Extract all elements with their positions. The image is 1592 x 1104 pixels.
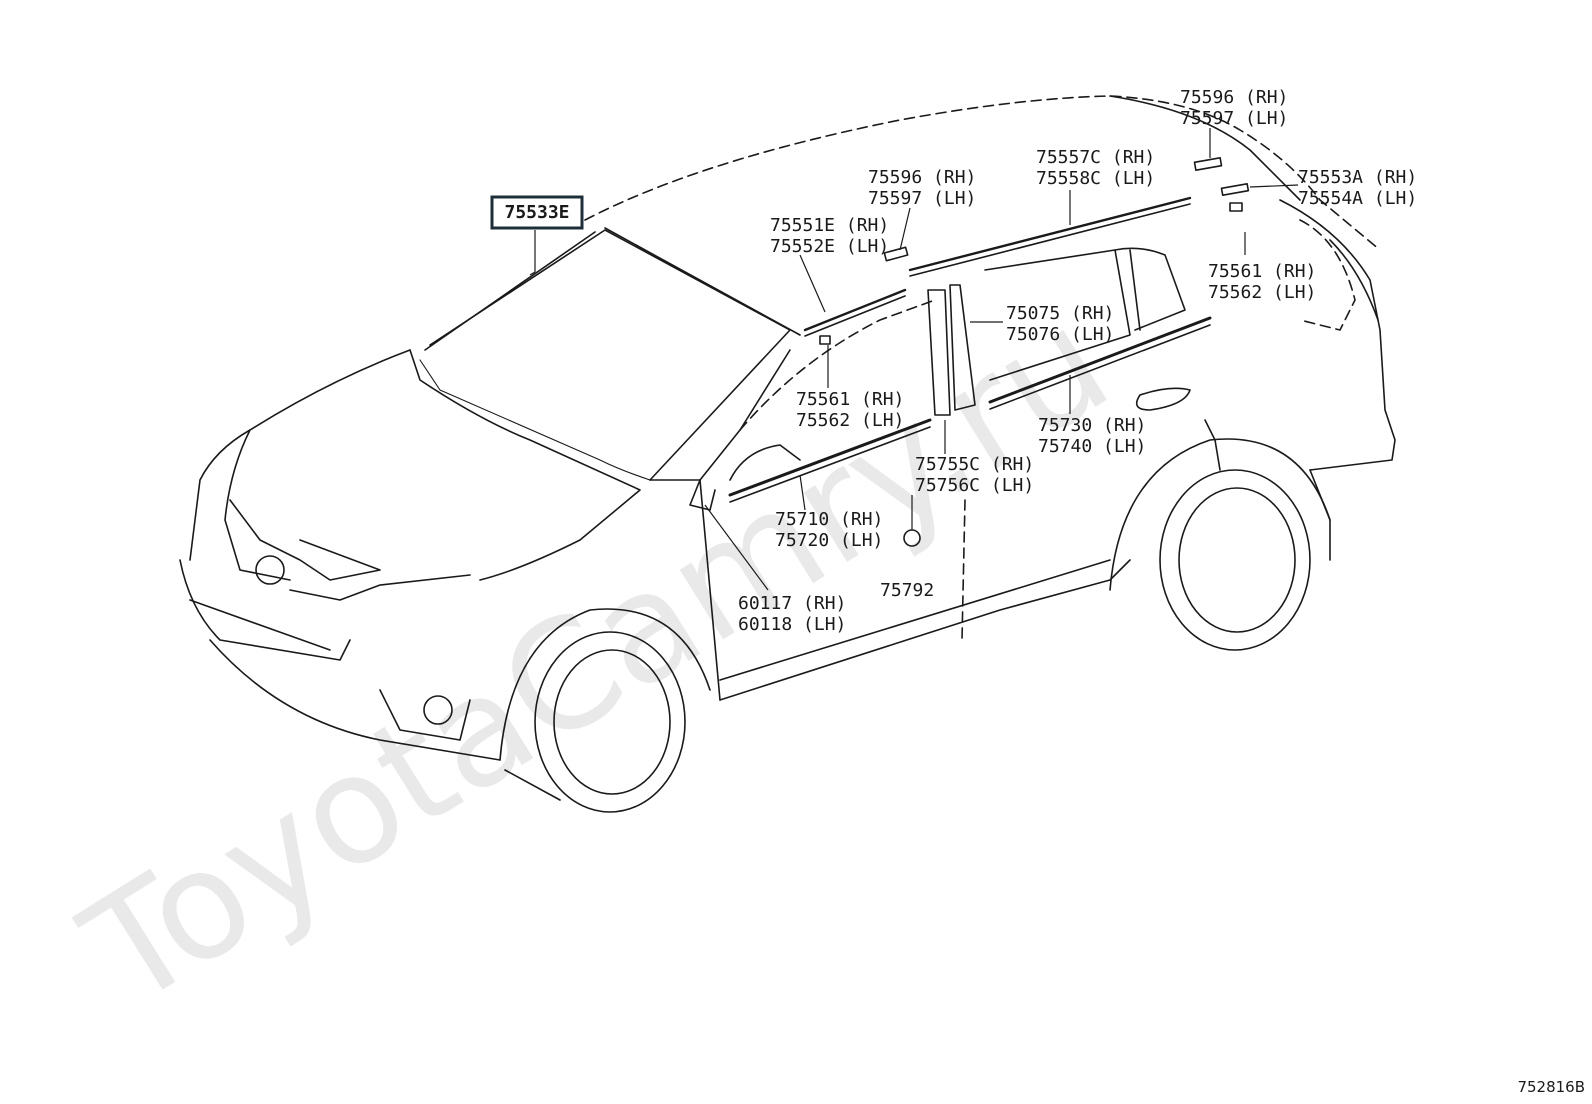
pillar-garnish-front (927, 289, 951, 416)
highlight-box (490, 195, 584, 230)
label-75730-rh[interactable]: 75730 (RH) (1038, 415, 1146, 436)
front-clip (819, 335, 831, 345)
label-75756C-lh[interactable]: 75756C (LH) (915, 475, 1034, 496)
label-75561-rh-front[interactable]: 75561 (RH) (796, 389, 904, 410)
label-75596-rh-rear[interactable]: 75596 (RH) (1180, 87, 1288, 108)
label-75792[interactable]: 75792 (880, 580, 934, 601)
label-75561-rh-rear[interactable]: 75561 (RH) (1208, 261, 1316, 282)
label-75596-rh[interactable]: 75596 (RH) (868, 167, 976, 188)
label-75075-rh[interactable]: 75075 (RH) (1006, 303, 1114, 324)
watermark: ToyotaCamry.ru (56, 275, 1137, 1041)
label-75755C-rh[interactable]: 75755C (RH) (915, 454, 1034, 475)
roof-moulding-strip (908, 196, 1192, 272)
moulding-parts (728, 157, 1250, 547)
label-75597-lh[interactable]: 75597 (LH) (868, 188, 976, 209)
front-roof-moulding-strip (803, 288, 907, 332)
pillar-garnish-rear (949, 284, 976, 411)
label-75558C-lh[interactable]: 75558C (LH) (1036, 168, 1155, 189)
front-belt-moulding-strip (728, 418, 932, 497)
label-75562-lh-front[interactable]: 75562 (LH) (796, 410, 904, 431)
label-75076-lh[interactable]: 75076 (LH) (1006, 324, 1114, 345)
rear-belt-moulding-strip (988, 316, 1212, 404)
label-75557C-rh[interactable]: 75557C (RH) (1036, 147, 1155, 168)
label-75552E-lh[interactable]: 75552E (LH) (770, 236, 889, 257)
label-75533E[interactable]: 75533E (504, 202, 569, 223)
label-60118-lh[interactable]: 60118 (LH) (738, 614, 846, 635)
label-60117-rh[interactable]: 60117 (RH) (738, 593, 846, 614)
label-75720-lh[interactable]: 75720 (LH) (775, 530, 883, 551)
rear-roof-clip (1193, 157, 1223, 171)
roof-clip (883, 246, 909, 262)
diagram-code: 752816B (1517, 1078, 1585, 1096)
label-75710-rh[interactable]: 75710 (RH) (775, 509, 883, 530)
label-75562-lh-rear[interactable]: 75562 (LH) (1208, 282, 1316, 303)
part-labels: 75533E 75596 (RH) 75597 (LH) 75557C (RH)… (490, 87, 1417, 635)
label-75740-lh[interactable]: 75740 (LH) (1038, 436, 1146, 457)
label-75554A-lh[interactable]: 75554A (LH) (1298, 188, 1417, 209)
label-75597-lh-rear[interactable]: 75597 (LH) (1180, 108, 1288, 129)
rear-clip (1229, 202, 1243, 212)
rear-roof-moulding (1220, 183, 1250, 197)
label-75551E-rh[interactable]: 75551E (RH) (770, 215, 889, 236)
leader-lines (529, 128, 1299, 591)
label-75553A-rh[interactable]: 75553A (RH) (1298, 167, 1417, 188)
car-body (179, 95, 1396, 813)
